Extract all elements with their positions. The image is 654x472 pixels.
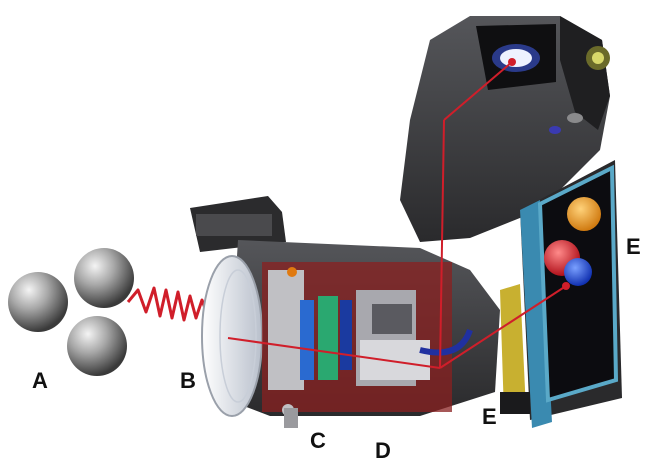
label-e-bottom: E <box>482 404 497 429</box>
ray-endpoint-screen <box>562 282 570 290</box>
label-c: C <box>310 428 326 453</box>
ray-path <box>227 61 567 369</box>
label-d: D <box>375 438 391 463</box>
label-a: A <box>32 368 48 393</box>
viewfinder-icon <box>476 24 556 90</box>
lcd-screen-icon <box>537 164 619 403</box>
ray-endpoint-viewfinder <box>508 58 516 66</box>
sphere-object-icon <box>8 248 134 376</box>
camera-cutaway-icon <box>190 16 622 428</box>
label-e-screen: E <box>626 234 641 259</box>
label-b: B <box>180 368 196 393</box>
